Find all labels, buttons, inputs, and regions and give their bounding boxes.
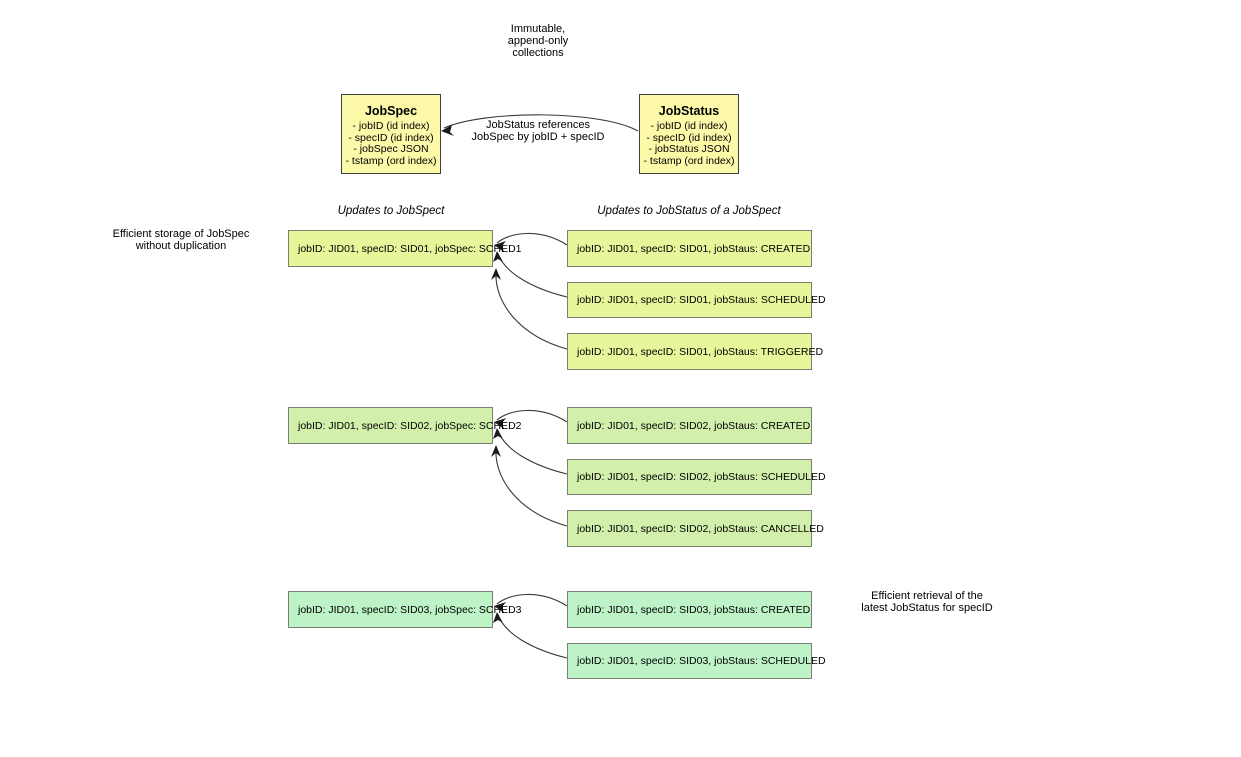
jobspec-record-1[interactable]: jobID: JID01, specID: SID01, jobSpec: SC… bbox=[288, 230, 522, 267]
entity-jobspec-field-2: - jobSpec JSON bbox=[353, 143, 429, 155]
entity-jobspec-title: JobSpec bbox=[364, 104, 418, 118]
jobstatus-record-1-2-text: jobID: JID01, specID: SID01, jobStaus: S… bbox=[577, 294, 826, 306]
efficient-retrieval-note: Efficient retrieval of the latest JobSta… bbox=[861, 590, 993, 615]
entity-jobstatus-field-0: - jobID (id index) bbox=[650, 120, 728, 132]
entity-jobstatus-title: JobStatus bbox=[658, 104, 720, 118]
jobstatus-record-2-2-text: jobID: JID01, specID: SID02, jobStaus: S… bbox=[577, 471, 826, 483]
jobstatus-record-2-2[interactable]: jobID: JID01, specID: SID02, jobStaus: S… bbox=[567, 459, 826, 495]
jobstatus-record-1-2[interactable]: jobID: JID01, specID: SID01, jobStaus: S… bbox=[567, 282, 826, 318]
reference-arc-label: JobStatus references JobSpec by jobID + … bbox=[471, 119, 605, 144]
jobstatus-record-3-1[interactable]: jobID: JID01, specID: SID03, jobStaus: C… bbox=[567, 591, 812, 628]
column-header-right: Updates to JobStatus of a JobSpect bbox=[597, 205, 781, 217]
jobstatus-record-2-1[interactable]: jobID: JID01, specID: SID02, jobStaus: C… bbox=[567, 407, 812, 444]
jobstatus-record-1-3-text: jobID: JID01, specID: SID01, jobStaus: T… bbox=[577, 345, 824, 358]
jobstatus-record-2-3-text: jobID: JID01, specID: SID02, jobStaus: C… bbox=[577, 522, 824, 535]
jobstatus-record-1-3[interactable]: jobID: JID01, specID: SID01, jobStaus: T… bbox=[567, 333, 823, 370]
jobspec-record-3[interactable]: jobID: JID01, specID: SID03, jobSpec: SC… bbox=[288, 591, 522, 628]
jobstatus-record-3-2[interactable]: jobID: JID01, specID: SID03, jobStaus: S… bbox=[567, 643, 826, 679]
jobspec-record-2-text: jobID: JID01, specID: SID02, jobSpec: SC… bbox=[298, 419, 522, 432]
entity-jobstatus-field-2: - jobStatus JSON bbox=[648, 143, 730, 155]
efficient-storage-note: Efficient storage of JobSpec without dup… bbox=[112, 228, 250, 253]
entity-jobstatus-field-3: - tstamp (ord index) bbox=[643, 154, 735, 167]
entity-jobspec-field-0: - jobID (id index) bbox=[352, 120, 430, 132]
entity-jobspec: JobSpec - jobID (id index) - specID (id … bbox=[341, 94, 441, 174]
jobstatus-record-1-1[interactable]: jobID: JID01, specID: SID01, jobStaus: C… bbox=[567, 230, 812, 267]
jobstatus-record-3-2-text: jobID: JID01, specID: SID03, jobStaus: S… bbox=[577, 655, 826, 667]
column-header-left: Updates to JobSpect bbox=[337, 205, 445, 217]
jobstatus-record-2-1-text: jobID: JID01, specID: SID02, jobStaus: C… bbox=[577, 419, 811, 432]
entity-jobstatus-field-1: - specID (id index) bbox=[646, 131, 732, 144]
jobstatus-record-2-3[interactable]: jobID: JID01, specID: SID02, jobStaus: C… bbox=[567, 510, 824, 547]
entity-jobspec-field-1: - specID (id index) bbox=[348, 131, 434, 144]
jobspec-record-1-text: jobID: JID01, specID: SID01, jobSpec: SC… bbox=[298, 242, 522, 255]
jobstatus-record-1-1-text: jobID: JID01, specID: SID01, jobStaus: C… bbox=[577, 242, 811, 255]
jobspec-record-3-text: jobID: JID01, specID: SID03, jobSpec: SC… bbox=[298, 603, 522, 616]
entity-jobspec-field-3: - tstamp (ord index) bbox=[345, 154, 437, 167]
entity-jobstatus: JobStatus - jobID (id index) - specID (i… bbox=[639, 94, 739, 174]
jobstatus-record-3-1-text: jobID: JID01, specID: SID03, jobStaus: C… bbox=[577, 603, 811, 616]
jobspec-record-2[interactable]: jobID: JID01, specID: SID02, jobSpec: SC… bbox=[288, 407, 522, 444]
immutable-collections-note: Immutable, append-only collections bbox=[507, 23, 569, 60]
